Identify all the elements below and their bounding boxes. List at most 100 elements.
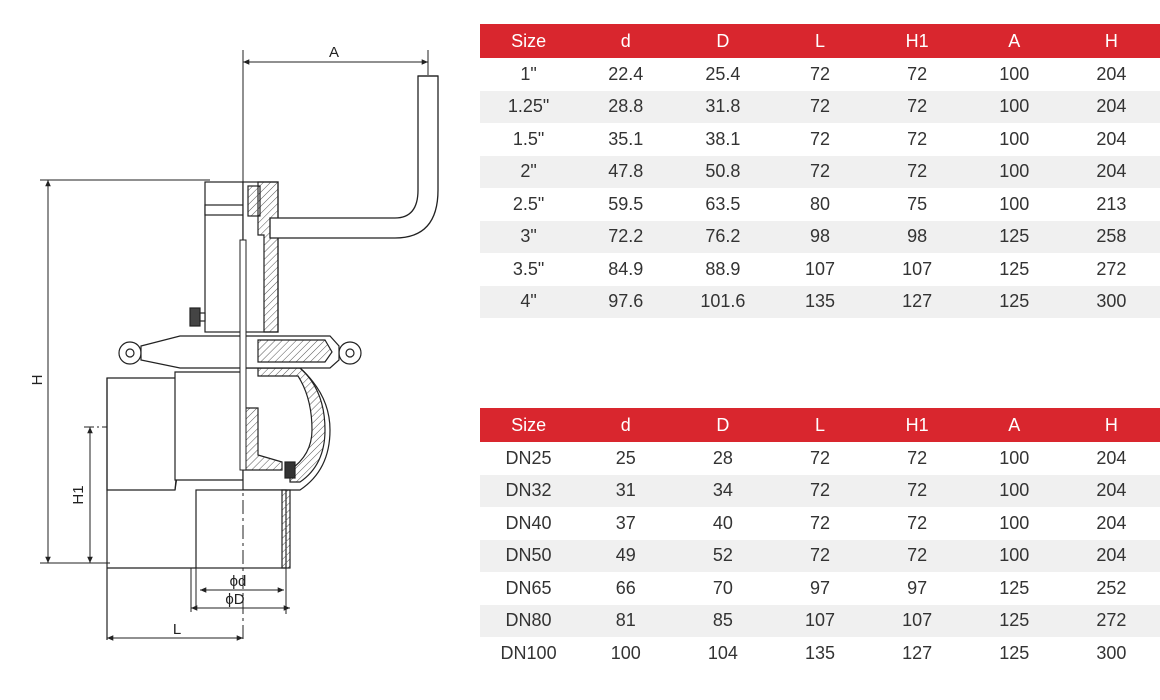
cell-l: 72: [809, 63, 830, 84]
cell-a: 100: [965, 474, 1063, 507]
cell-l: 72: [809, 447, 830, 468]
cell-l: 72: [771, 155, 869, 188]
cell-l: 107: [804, 258, 836, 279]
header-l: L: [771, 408, 869, 442]
cell-bigd: 76.2: [674, 220, 772, 253]
cell-bigd: 101.6: [674, 285, 772, 318]
dim-label-d: ϕd: [230, 573, 247, 590]
cell-h: 258: [1062, 220, 1160, 253]
header-d: d: [577, 24, 675, 58]
cell-d: 47.8: [577, 155, 675, 188]
cell-h1: 97: [907, 577, 928, 598]
cell-h1: 72: [868, 155, 966, 188]
cell-h: 204: [1062, 539, 1160, 572]
cell-size: DN65: [505, 577, 552, 598]
cell-size: 1.5": [512, 128, 545, 149]
cell-a: 125: [965, 285, 1063, 318]
cell-h1: 72: [907, 512, 928, 533]
valve-body: [106, 367, 331, 640]
cell-d: 72.2: [577, 220, 675, 253]
cell-d: 22.4: [608, 63, 644, 84]
cell-l: 72: [771, 539, 869, 572]
cell-h: 272: [1096, 258, 1127, 279]
header-h: H: [1062, 24, 1160, 58]
header-bigd: D: [674, 408, 772, 442]
cell-a: 100: [999, 193, 1030, 214]
cell-a: 100: [999, 512, 1030, 533]
table-header-row: Size d D L H1 A H: [480, 24, 1160, 58]
cell-size: DN25: [505, 447, 552, 468]
cell-h: 300: [1096, 642, 1127, 663]
cell-size: DN32: [480, 474, 578, 507]
cell-h1: 107: [868, 604, 966, 637]
cell-h1: 127: [868, 285, 966, 318]
clamp-ring: [118, 335, 362, 369]
header-bigd: D: [674, 24, 772, 58]
valve-bonnet: [189, 181, 279, 333]
cell-h: 204: [1062, 474, 1160, 507]
cell-a: 100: [999, 447, 1030, 468]
cell-d: 84.9: [608, 258, 644, 279]
cell-h: 204: [1062, 90, 1160, 123]
cell-l: 97: [809, 577, 830, 598]
cell-l: 72: [809, 128, 830, 149]
cell-l: 72: [771, 90, 869, 123]
cell-a: 100: [965, 90, 1063, 123]
cell-a: 125: [965, 604, 1063, 637]
cell-size: 3": [480, 220, 578, 253]
cell-d: 66: [615, 577, 636, 598]
cell-size: 1.25": [480, 90, 578, 123]
dim-label-a: A: [329, 44, 339, 61]
dimension-h: [40, 179, 210, 564]
cell-h: 213: [1096, 193, 1127, 214]
header-a: A: [965, 408, 1063, 442]
cell-l: 80: [809, 193, 830, 214]
cell-l: 98: [771, 220, 869, 253]
cell-d: 59.5: [608, 193, 644, 214]
table-header-row: Size d D L H1 A H: [480, 408, 1160, 442]
cell-d: 31: [577, 474, 675, 507]
cell-h: 204: [1096, 128, 1127, 149]
cell-bigd: 88.9: [705, 258, 741, 279]
cell-size: 4": [480, 285, 578, 318]
cell-l: 135: [771, 285, 869, 318]
cell-h: 272: [1062, 604, 1160, 637]
cell-bigd: 50.8: [674, 155, 772, 188]
cell-h1: 72: [907, 447, 928, 468]
cell-a: 100: [965, 539, 1063, 572]
cell-h1: 72: [907, 128, 928, 149]
cell-h1: 98: [868, 220, 966, 253]
cell-bigd: 52: [674, 539, 772, 572]
cell-l: 72: [771, 474, 869, 507]
cell-a: 100: [965, 155, 1063, 188]
header-h1: H1: [868, 408, 966, 442]
cell-size: 3.5": [512, 258, 545, 279]
valve-stem: [239, 239, 247, 471]
cell-h: 204: [1096, 512, 1127, 533]
cell-h1: 72: [868, 539, 966, 572]
cell-bigd: 34: [674, 474, 772, 507]
header-l: L: [771, 24, 869, 58]
cell-size: DN40: [505, 512, 552, 533]
cell-h1: 75: [907, 193, 928, 214]
cell-a: 100: [999, 63, 1030, 84]
cell-a: 125: [999, 258, 1030, 279]
cell-h: 252: [1096, 577, 1127, 598]
cell-bigd: 63.5: [705, 193, 741, 214]
cell-size: DN50: [480, 539, 578, 572]
cell-l: 107: [771, 604, 869, 637]
header-size: Size: [480, 24, 578, 58]
cell-bigd: 28: [712, 447, 733, 468]
cell-h1: 72: [907, 63, 928, 84]
cell-h: 300: [1062, 285, 1160, 318]
